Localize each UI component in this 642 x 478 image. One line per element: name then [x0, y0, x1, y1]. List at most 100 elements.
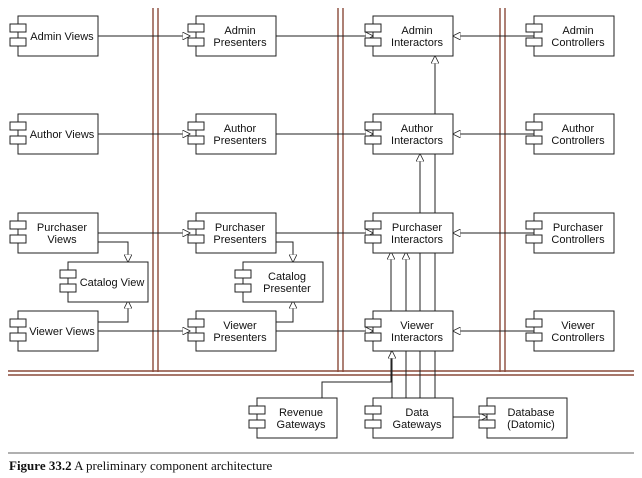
component-label-line: Gateways: [393, 419, 442, 431]
component-box: [533, 212, 615, 254]
component-label-line: Views: [47, 234, 77, 246]
component-tab-icon: [9, 332, 27, 342]
component-box: [67, 261, 149, 303]
component-label-line: (Datomic): [507, 419, 555, 431]
figure-caption-text: A preliminary component architecture: [71, 458, 273, 473]
component-box: [17, 113, 99, 155]
component-tab-icon: [364, 23, 382, 33]
component-box: [533, 310, 615, 352]
component-tab-icon: [187, 23, 205, 33]
component-label-line: Viewer: [561, 320, 595, 332]
component-tab-icon: [364, 234, 382, 244]
component-label: Viewer Views: [29, 326, 95, 338]
component-label-line: Author Views: [30, 129, 95, 141]
edge-purchaser-views-to-catalog-view: [98, 241, 128, 262]
component-tab-icon: [364, 332, 382, 342]
component-label-line: Presenters: [213, 135, 267, 147]
component-box: [195, 310, 277, 352]
component-tab-icon: [9, 37, 27, 47]
component-tab-icon: [9, 121, 27, 131]
component-viewer-views: Viewer Views: [9, 310, 99, 352]
component-label-line: Presenters: [213, 234, 267, 246]
component-tab-icon: [525, 135, 543, 145]
component-tab-icon: [9, 234, 27, 244]
component-label-line: Admin: [401, 25, 432, 37]
component-label: Database(Datomic): [507, 407, 555, 431]
component-tab-icon: [525, 121, 543, 131]
component-label-line: Database: [507, 407, 554, 419]
component-label-line: Purchaser: [37, 222, 87, 234]
component-label-line: Author: [401, 123, 434, 135]
component-tab-icon: [525, 23, 543, 33]
component-box: [195, 15, 277, 57]
component-tab-icon: [364, 419, 382, 429]
component-label-line: Viewer: [400, 320, 434, 332]
component-tab-icon: [187, 121, 205, 131]
component-box: [195, 113, 277, 155]
component-box: [533, 15, 615, 57]
component-label-line: Author: [224, 123, 257, 135]
component-box: [372, 113, 454, 155]
component-tab-icon: [364, 405, 382, 415]
caption-rule: [8, 452, 634, 454]
component-label-line: Interactors: [391, 135, 443, 147]
component-box: [17, 15, 99, 57]
component-label-line: Admin: [562, 25, 593, 37]
component-tab-icon: [525, 234, 543, 244]
component-label-line: Revenue: [279, 407, 323, 419]
component-label-line: Presenters: [213, 37, 267, 49]
component-label-line: Purchaser: [215, 222, 265, 234]
component-label-line: Admin: [224, 25, 255, 37]
component-tab-icon: [187, 135, 205, 145]
component-tab-icon: [364, 318, 382, 328]
component-box: [17, 212, 99, 254]
component-catalog-view: Catalog View: [59, 261, 149, 303]
component-tab-icon: [187, 234, 205, 244]
component-label-line: Interactors: [391, 332, 443, 344]
component-label-line: Admin Views: [30, 31, 94, 43]
component-label-line: Presenter: [263, 283, 311, 295]
component-label-line: Controllers: [551, 234, 605, 246]
component-tab-icon: [525, 318, 543, 328]
component-box: [17, 310, 99, 352]
component-label-line: Controllers: [551, 37, 605, 49]
component-box: [372, 15, 454, 57]
component-box: [486, 397, 568, 439]
component-label-line: Purchaser: [553, 222, 603, 234]
component-label-line: Interactors: [391, 37, 443, 49]
component-label-line: Controllers: [551, 332, 605, 344]
component-box: [195, 212, 277, 254]
component-tab-icon: [525, 220, 543, 230]
component-tab-icon: [187, 332, 205, 342]
component-tab-icon: [234, 283, 252, 293]
component-tab-icon: [187, 318, 205, 328]
component-tab-icon: [59, 269, 77, 279]
component-label-line: Purchaser: [392, 222, 442, 234]
component-box: [372, 212, 454, 254]
component-tab-icon: [478, 419, 496, 429]
